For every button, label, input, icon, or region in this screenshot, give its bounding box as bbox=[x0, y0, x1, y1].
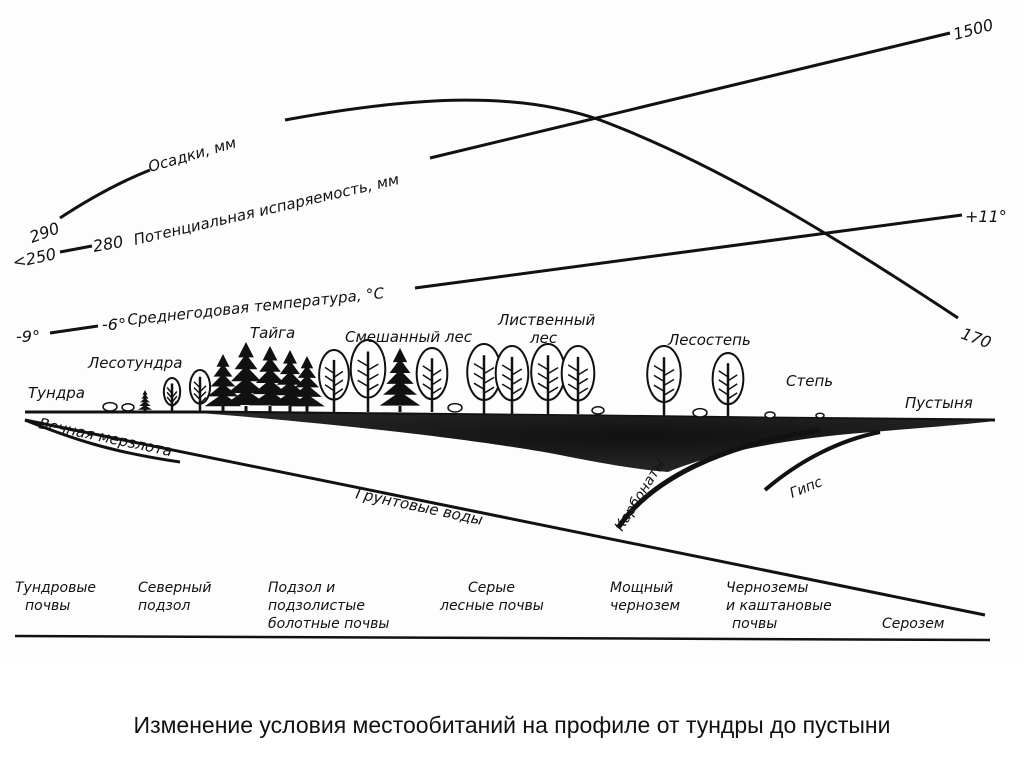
tundra-shrub bbox=[121, 403, 135, 412]
forest-tundra-birch bbox=[188, 369, 212, 412]
forest-tundra-birch bbox=[162, 377, 182, 412]
temperature-start-value: -9° bbox=[16, 327, 40, 346]
zone-deciduous-label-1: Лиственный bbox=[497, 311, 596, 329]
temperature-end-value: +11° bbox=[965, 207, 1007, 226]
evaporation-label: Потенциальная испаряемость, мм bbox=[132, 170, 401, 249]
precipitation-curve-main bbox=[284, 98, 959, 320]
soil-chernozem-2: чернозем bbox=[610, 598, 681, 614]
soil-north-podzol-1: Северный bbox=[138, 580, 211, 596]
caption-area bbox=[0, 662, 1024, 768]
deciduous-tree bbox=[466, 343, 502, 414]
soil-chestnut-1: Черноземы bbox=[726, 580, 809, 596]
groundwater-label: Грунтовые воды bbox=[354, 484, 484, 529]
soil-tundra-1: Тундровые bbox=[15, 580, 96, 596]
forest-steppe-shrub bbox=[692, 407, 708, 418]
soil-serozem: Серозем bbox=[882, 616, 945, 632]
soil-grey-2: лесные почвы bbox=[439, 598, 544, 614]
mixed-forest-shrub bbox=[447, 402, 463, 413]
mixed-forest-tree bbox=[349, 339, 387, 412]
profile-diagram: Осадки, мм 290 170 Потенциальная испаряе… bbox=[10, 14, 1007, 642]
forest-steppe-tree bbox=[711, 352, 745, 417]
temperature-label: Среднегодовая температура, °C bbox=[127, 284, 386, 329]
mixed-forest-spruce bbox=[379, 348, 421, 412]
temperature-mid-value: -6° bbox=[102, 315, 126, 334]
groundwater-line bbox=[24, 418, 986, 617]
soil-chestnut-3: почвы bbox=[732, 616, 777, 632]
forest-steppe-tree bbox=[646, 345, 682, 416]
taiga-spruce bbox=[289, 356, 325, 412]
steppe-grass bbox=[815, 412, 825, 419]
soil-tundra-2: почвы bbox=[25, 598, 70, 614]
deciduous-tree bbox=[494, 345, 530, 414]
zone-desert-label: Пустыня bbox=[905, 394, 973, 412]
deciduous-shrub bbox=[591, 406, 605, 415]
soil-chestnut-2: и каштановые bbox=[726, 598, 832, 614]
precipitation-start-value: 290 bbox=[27, 218, 62, 246]
soil-podzol-3: болотные почвы bbox=[268, 616, 389, 632]
steppe-grass bbox=[764, 411, 776, 419]
gypsum-label: Гипс bbox=[788, 474, 826, 502]
mixed-forest-tree bbox=[415, 347, 449, 412]
figure-caption: Изменение условия местообитаний на профи… bbox=[133, 712, 891, 738]
precipitation-end-value: 170 bbox=[959, 324, 994, 352]
taiga-spruce bbox=[204, 354, 242, 412]
evaporation-line bbox=[429, 31, 951, 160]
precipitation-curve bbox=[59, 168, 151, 220]
precipitation-label: Осадки, мм bbox=[146, 134, 238, 176]
zone-tundra-label: Тундра bbox=[28, 384, 85, 402]
soil-north-podzol-2: подзол bbox=[138, 598, 190, 614]
soil-profile bbox=[200, 413, 995, 472]
soil-grey-1: Серые bbox=[468, 580, 515, 596]
temperature-line bbox=[414, 213, 963, 290]
zone-forest-tundra-label: Лесотундра bbox=[87, 354, 182, 372]
zone-mixed-forest-label: Смешанный лес bbox=[345, 328, 473, 346]
soil-podzol-2: подзолистые bbox=[268, 598, 365, 614]
soil-chernozem-1: Мощный bbox=[610, 580, 673, 596]
permafrost-label: Вечная мерзлота bbox=[37, 414, 174, 460]
tundra-shrub bbox=[102, 401, 118, 412]
evaporation-mid-value: 280 bbox=[91, 232, 124, 256]
gypsum-layer bbox=[763, 430, 881, 492]
forest-tundra-spruce bbox=[138, 390, 152, 412]
soil-baseline bbox=[14, 634, 991, 642]
temperature-line-start bbox=[49, 324, 99, 335]
vegetation bbox=[102, 339, 825, 419]
zone-deciduous-label-2: лес bbox=[529, 329, 558, 347]
soil-podzol-1: Подзол и bbox=[268, 580, 335, 596]
mixed-forest-tree bbox=[318, 349, 350, 412]
evaporation-line-start bbox=[59, 244, 93, 254]
deciduous-tree bbox=[560, 345, 596, 414]
evaporation-start-value: <250 bbox=[11, 244, 58, 272]
zone-taiga-label: Тайга bbox=[250, 324, 295, 342]
zone-steppe-label: Степь bbox=[786, 372, 833, 390]
profile-svg: Осадки, мм 290 170 Потенциальная испаряе… bbox=[11, 15, 1007, 642]
carbonate-layer bbox=[615, 427, 821, 530]
evaporation-end-value: 1500 bbox=[951, 15, 995, 44]
deciduous-tree bbox=[530, 343, 566, 414]
zone-forest-steppe-label: Лесостепь bbox=[667, 331, 751, 349]
permafrost-line bbox=[24, 418, 181, 464]
